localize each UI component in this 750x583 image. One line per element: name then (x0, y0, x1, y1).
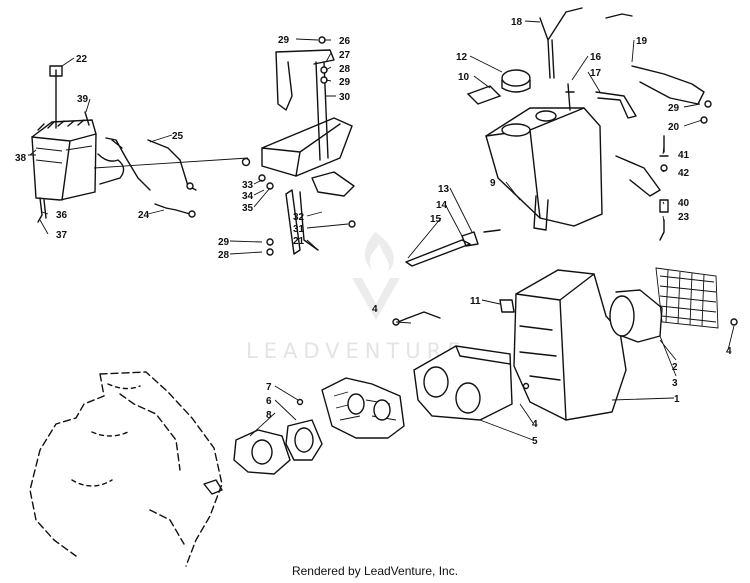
leadventure-flame-logo (352, 232, 400, 320)
callout-29a: 29 (278, 35, 290, 46)
callout-25: 25 (172, 131, 184, 142)
callout-29b: 29 (339, 77, 351, 88)
callout-15: 15 (430, 214, 442, 225)
callout-36: 36 (56, 210, 68, 221)
rendered-by-footer: Rendered by LeadVenture, Inc. (291, 564, 459, 578)
callout-7: 7 (266, 382, 272, 393)
callout-21: 21 (293, 236, 305, 247)
callout-16: 16 (590, 52, 602, 63)
callout-22: 22 (76, 54, 88, 65)
callout-39: 39 (77, 94, 89, 105)
callout-2: 2 (672, 362, 678, 373)
callout-30: 30 (339, 92, 351, 103)
callout-14: 14 (436, 200, 448, 211)
carb-adaptor-assembly (233, 345, 530, 475)
watermark-text: LEADVENTURE (246, 339, 467, 363)
callout-9: 9 (490, 178, 496, 189)
callout-11: 11 (470, 296, 481, 307)
callout-19: 19 (636, 36, 648, 47)
callout-28a: 28 (339, 64, 351, 75)
callout-17: 17 (590, 68, 602, 79)
leader-lines (28, 20, 735, 441)
watermark: LEADVENTURE (246, 232, 467, 363)
callout-20: 20 (668, 122, 680, 133)
callout-18: 18 (511, 17, 523, 28)
callout-41: 41 (678, 150, 690, 161)
callout-40: 40 (678, 198, 690, 209)
engine-outline (29, 371, 223, 567)
callout-28b: 28 (218, 250, 230, 261)
callout-4b: 4 (726, 346, 732, 357)
callout-13: 13 (438, 184, 450, 195)
callout-1: 1 (674, 394, 680, 405)
callout-38: 38 (15, 153, 27, 164)
callout-42: 42 (678, 168, 690, 179)
callout-27: 27 (339, 50, 351, 61)
callout-35: 35 (242, 203, 254, 214)
airbox-assembly (392, 267, 738, 421)
callout-26: 26 (339, 36, 351, 47)
callout-5: 5 (532, 436, 538, 447)
callout-29c: 29 (218, 237, 230, 248)
callout-10: 10 (458, 72, 470, 83)
callout-32: 32 (293, 212, 305, 223)
callout-34: 34 (242, 191, 254, 202)
battery-assembly (31, 65, 249, 223)
battery-bracket-assembly (241, 36, 356, 256)
callout-31: 31 (293, 224, 305, 235)
callout-37: 37 (56, 230, 68, 241)
callout-12: 12 (456, 52, 468, 63)
callout-23: 23 (678, 212, 690, 223)
callout-33: 33 (242, 180, 254, 191)
callout-8: 8 (266, 410, 272, 421)
callout-24: 24 (138, 210, 150, 221)
callout-labels: 22 39 38 36 37 25 24 29 26 27 28 29 30 3… (15, 17, 732, 447)
oil-tank-assembly (405, 7, 712, 267)
callout-29d: 29 (668, 103, 680, 114)
callout-3: 3 (672, 378, 678, 389)
callout-6: 6 (266, 396, 272, 407)
callout-4c: 4 (532, 419, 538, 430)
callout-4a: 4 (372, 304, 378, 315)
